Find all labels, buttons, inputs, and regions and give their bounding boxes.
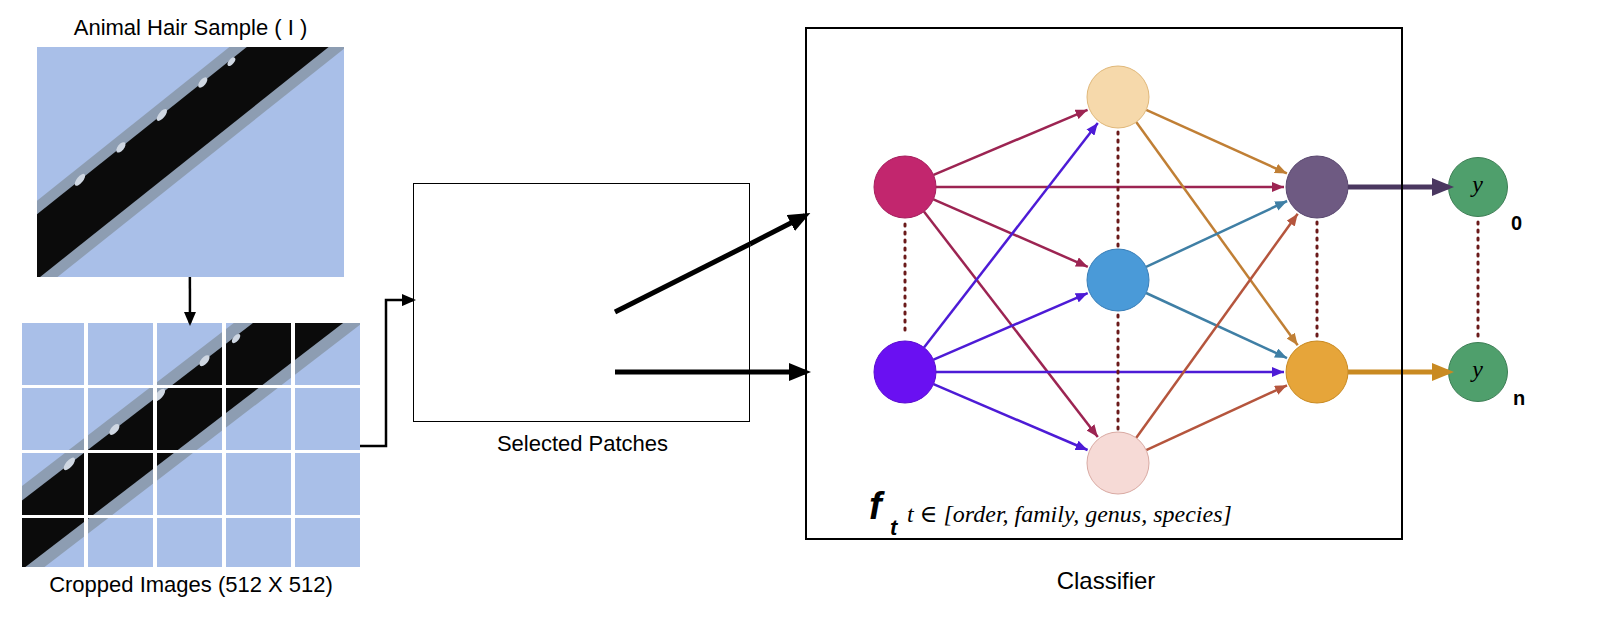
ellipsis-dots <box>1117 132 1120 246</box>
network-weight <box>934 384 1088 450</box>
output-arrow-stub <box>1348 370 1403 375</box>
grid-line <box>222 323 226 567</box>
output-symbol: y <box>1449 356 1506 383</box>
hidden-neuron <box>1087 249 1149 311</box>
hidden-neuron <box>1087 432 1149 494</box>
network-weight <box>1146 385 1287 450</box>
network-weight <box>1136 122 1298 345</box>
output-symbol: y <box>1449 171 1506 198</box>
network-weight <box>924 212 1098 437</box>
feed-arrow-stub <box>615 244 750 312</box>
grid-line <box>84 323 88 567</box>
grid-line <box>22 385 360 388</box>
ellipsis-dots <box>904 224 907 336</box>
network-weight <box>936 186 1284 189</box>
output-index: n <box>1513 387 1543 410</box>
flow-arrow <box>189 277 192 323</box>
cropped-image-grid: Cropped Images (512 X 512) <box>22 323 360 567</box>
network-weight <box>934 293 1088 360</box>
input-neuron <box>874 341 936 403</box>
grid-line <box>291 323 295 567</box>
ellipsis-dots <box>1117 315 1120 429</box>
grid-line <box>22 515 360 518</box>
selected-patches-box: Selected Patches <box>413 183 750 422</box>
panel-title: Animal Hair Sample ( I ) <box>0 15 384 41</box>
panel-caption: Cropped Images (512 X 512) <box>2 572 380 598</box>
output-node: y0 <box>1448 157 1508 217</box>
output-neuron <box>1286 156 1348 218</box>
output-node: yn <box>1448 342 1508 402</box>
network-weight <box>936 371 1284 374</box>
classifier-caption: Classifier <box>807 567 1405 595</box>
ellipsis-dots <box>1477 222 1480 338</box>
selected-patches <box>413 183 752 422</box>
grid-line <box>22 450 360 453</box>
patch-background <box>413 183 750 422</box>
flow-arrow <box>1403 369 1448 374</box>
network-weight <box>1136 214 1298 438</box>
ellipsis-dots <box>1316 222 1319 338</box>
hair-micrograph <box>37 47 346 277</box>
flow-arrow <box>360 300 413 446</box>
flow-arrow <box>1403 185 1448 190</box>
output-arrow-stub <box>1348 185 1403 190</box>
flow-arrow <box>750 369 805 374</box>
panel-caption: Selected Patches <box>394 431 771 457</box>
output-neuron <box>1286 341 1348 403</box>
output-index: 0 <box>1511 212 1541 235</box>
network-weight <box>924 123 1098 347</box>
classifier-box: ftt ∈ [order, family, genus, species]Cla… <box>805 27 1403 540</box>
network-weight <box>933 199 1087 266</box>
grid-line <box>153 323 157 567</box>
task-levels: t ∈ [order, family, genus, species] <box>907 500 1387 528</box>
input-neuron <box>874 156 936 218</box>
sample-image: Animal Hair Sample ( I ) <box>37 47 344 277</box>
feed-arrow-stub <box>615 370 750 375</box>
hidden-neuron <box>1087 66 1149 128</box>
flow-arrow <box>750 216 805 244</box>
hair-micrograph <box>22 323 362 567</box>
